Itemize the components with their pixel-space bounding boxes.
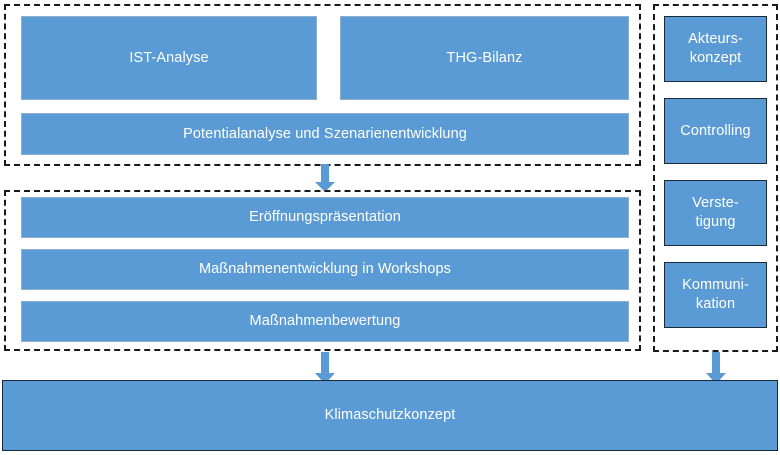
box-eroeffnungspraesentation[interactable]: Eröffnungspräsentation <box>21 197 629 238</box>
box-potentialanalyse[interactable]: Potentialanalyse und Szenarienentwicklun… <box>21 113 629 155</box>
arrow-crosscutting-to-result-icon <box>704 352 728 384</box>
arrow-phase1-to-phase2-icon <box>313 164 337 192</box>
box-ist-analyse-label: IST-Analyse <box>129 49 209 66</box>
arrow-phase2-to-result-icon <box>313 352 337 384</box>
box-verstetigung[interactable]: Verste- tigung <box>664 180 767 246</box>
box-thg-bilanz-label: THG-Bilanz <box>446 49 523 66</box>
box-akteurskonzept[interactable]: Akteurs- konzept <box>664 16 767 82</box>
box-ist-analyse[interactable]: IST-Analyse <box>21 16 317 100</box>
box-kommunikation[interactable]: Kommuni- kation <box>664 262 767 328</box>
crosscutting-group <box>653 4 778 352</box>
box-controlling-label: Controlling <box>680 122 751 139</box>
box-verstetigung-label: Verste- tigung <box>692 195 739 230</box>
box-thg-bilanz[interactable]: THG-Bilanz <box>340 16 629 100</box>
box-klimaschutzkonzept[interactable]: Klimaschutzkonzept <box>2 380 778 451</box>
box-massnahmenentwicklung-label: Maßnahmenentwicklung in Workshops <box>198 261 452 278</box>
box-akteurskonzept-label: Akteurs- konzept <box>688 31 743 66</box>
box-massnahmenbewertung[interactable]: Maßnahmenbewertung <box>21 301 629 342</box>
box-kommunikation-label: Kommuni- kation <box>682 277 749 312</box>
box-potentialanalyse-label: Potentialanalyse und Szenarienentwicklun… <box>183 125 467 142</box>
phase-2-group <box>4 190 641 351</box>
box-eroeffnungspraesentation-label: Eröffnungspräsentation <box>249 209 401 226</box>
box-klimaschutzkonzept-label: Klimaschutzkonzept <box>324 407 456 424</box>
box-controlling[interactable]: Controlling <box>664 98 767 164</box>
box-massnahmenentwicklung[interactable]: Maßnahmenentwicklung in Workshops <box>21 249 629 290</box>
box-massnahmenbewertung-label: Maßnahmenbewertung <box>249 313 401 330</box>
